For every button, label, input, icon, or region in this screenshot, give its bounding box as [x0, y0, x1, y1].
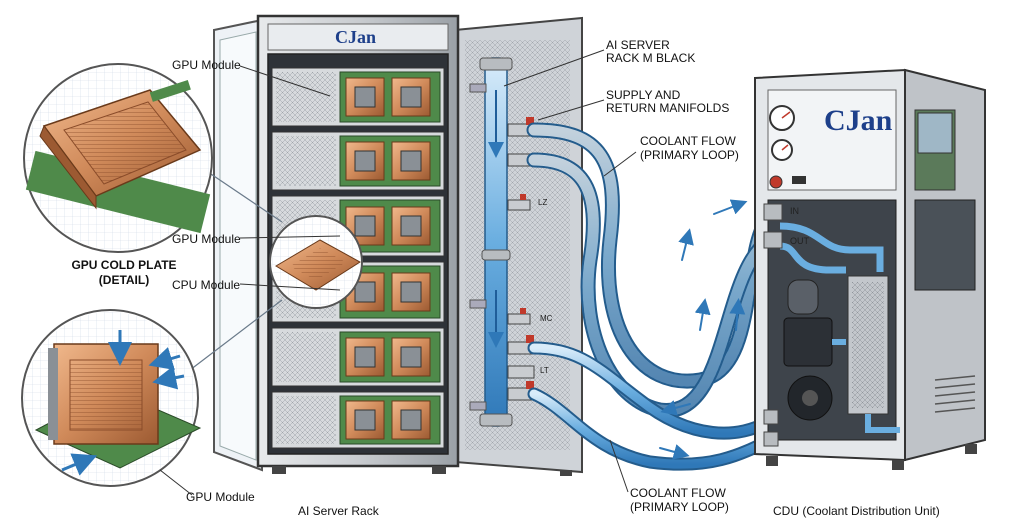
label-coolant-flow-top-line1: COOLANT FLOW: [640, 134, 736, 148]
caption-ai-server-rack: AI Server Rack: [298, 504, 379, 518]
manifold-port-label: MC: [540, 314, 553, 323]
server-module: [271, 391, 445, 449]
label-ai-server-line1: AI SERVER: [606, 38, 670, 52]
cold-plate-detail-top: [23, 63, 283, 253]
label-coolant-flow-bottom-line1: COOLANT FLOW: [630, 486, 726, 500]
leader-lines: [159, 49, 637, 496]
cold-plate-detail-bottom: [21, 299, 283, 487]
label-coolant-flow-top-line2: (PRIMARY LOOP): [640, 148, 739, 162]
server-module: [271, 327, 445, 387]
manifold-port-label: LT: [540, 366, 549, 375]
label-gpu-module-top: GPU Module: [172, 58, 241, 72]
supply-return-manifold: [469, 57, 535, 427]
label-cpu-module: CPU Module: [172, 278, 241, 292]
caption-cdu: CDU (Coolant Distribution Unit): [773, 504, 940, 518]
cdu-port-in-label: IN: [790, 206, 799, 216]
label-coolant-flow-bottom-line2: (PRIMARY LOOP): [630, 500, 729, 514]
label-manifold-line2: RETURN MANIFOLDS: [606, 101, 730, 115]
server-module: [271, 131, 445, 191]
label-manifold-line1: SUPPLY AND: [606, 88, 681, 102]
cdu-port-out-label: OUT: [790, 236, 809, 246]
server-module: [271, 67, 445, 127]
label-gpu-module-bottom: GPU Module: [186, 490, 255, 504]
cold-plate-detail-small: [269, 215, 363, 309]
manifold-port-label: LZ: [538, 198, 548, 207]
pump: [783, 317, 833, 367]
cdu-unit: [754, 68, 986, 470]
label-ai-server-line2: RACK M BLACK: [606, 51, 696, 65]
coolant-hoses: [526, 122, 778, 471]
cdu-logo: CJan: [824, 104, 893, 137]
label-cold-plate-title: GPU COLD PLATE: [71, 258, 177, 272]
label-cold-plate-subtitle: (DETAIL): [98, 273, 150, 287]
label-gpu-module-mid: GPU Module: [172, 232, 241, 246]
rack-logo: CJan: [335, 27, 377, 47]
server-rack: [213, 14, 583, 476]
emergency-stop-button: [769, 175, 783, 189]
